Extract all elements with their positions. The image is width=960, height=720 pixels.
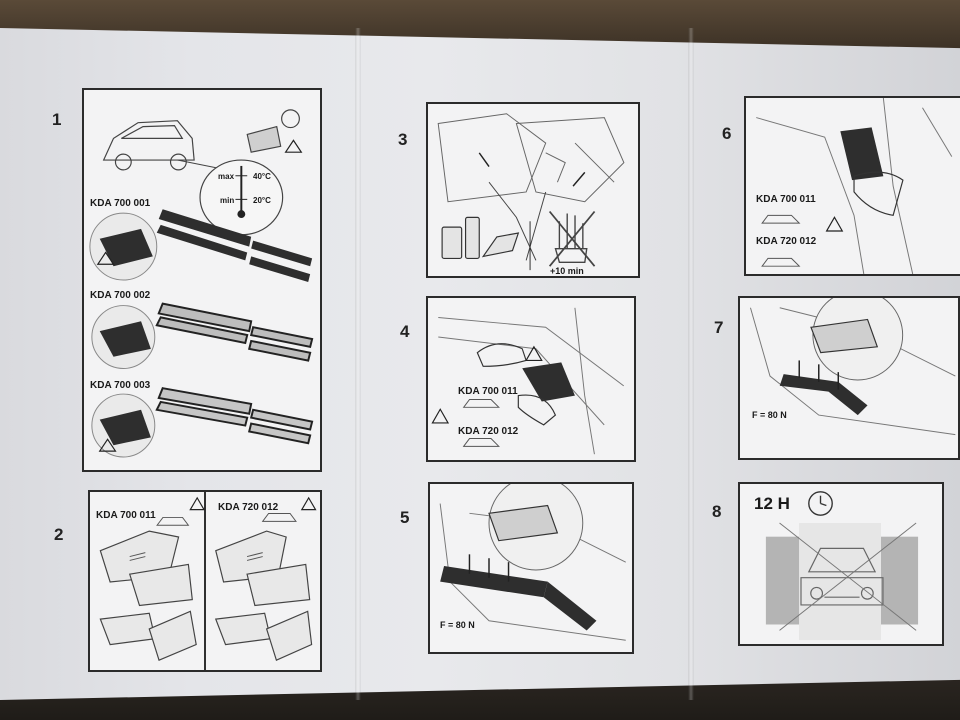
step-3-panel: +10 min: [426, 102, 640, 278]
step-4-panel: KDA 700 011 KDA 720 012: [426, 296, 636, 462]
warning-triangle-icon: [284, 139, 303, 153]
step-5-force: F = 80 N: [440, 620, 475, 630]
thermo-temp-max: 40°C: [253, 172, 271, 181]
warning-triangle-icon: [96, 251, 115, 265]
step-5-panel: F = 80 N: [428, 482, 634, 654]
warning-triangle-icon: [431, 408, 450, 424]
step-6-code-b: KDA 720 012: [756, 236, 817, 247]
no-gloves-icon: [548, 210, 596, 267]
step-7-force: F = 80 N: [752, 410, 787, 420]
step-8-number: 8: [712, 502, 722, 521]
car-icon: [462, 399, 500, 447]
warning-triangle-icon: [98, 438, 117, 452]
fold-line-2: [688, 28, 694, 700]
warning-triangle-icon: [189, 496, 206, 511]
thermo-temp-min: 20°C: [253, 196, 271, 205]
step-2-panel: KDA 700 011 KDA 720 012: [88, 490, 322, 672]
parked-car: [800, 547, 884, 606]
thermo-min-label: min: [220, 196, 235, 205]
part-code-2: KDA 700 002: [90, 290, 151, 301]
step-6-panel: KDA 700 011 KDA 720 012: [744, 96, 960, 276]
step-4-illustration: [431, 307, 625, 455]
reading-manual-icon: [246, 109, 300, 153]
part-code-3: KDA 700 003: [90, 380, 151, 391]
step-6-illustration: [756, 98, 953, 274]
step-7-illustration: [749, 298, 956, 436]
step-2-illustration: [99, 492, 317, 670]
step-2-number: 2: [54, 525, 64, 544]
step-8-duration: 12 H: [754, 494, 790, 513]
step-5-number: 5: [400, 508, 410, 527]
press-arrows: [468, 554, 510, 582]
step-3-number: 3: [398, 130, 408, 149]
thermo-max-label: max: [218, 172, 235, 181]
part-code-1: KDA 700 001: [90, 198, 151, 209]
fold-line-1: [355, 28, 361, 700]
sill-strips-set-2: [155, 302, 314, 362]
sill-strips-set-3: [155, 387, 314, 445]
step-8-illustration: [765, 491, 919, 641]
step-1-number: 1: [52, 110, 62, 129]
step-6-number: 6: [722, 124, 732, 143]
thermometer-icon: [237, 210, 246, 219]
step-1-illustration: [89, 109, 314, 458]
wait-time-label: +10 min: [550, 266, 584, 276]
step-7-number: 7: [714, 318, 724, 337]
warning-triangle-icon: [525, 345, 543, 362]
step-4-number: 4: [400, 322, 410, 341]
step-2-right-code: KDA 720 012: [218, 502, 279, 513]
warning-triangle-icon: [825, 216, 844, 232]
step-4-code-b: KDA 720 012: [458, 426, 519, 437]
step-1-panel: max 40°C min 20°C KDA 700 001 KDA 700 00…: [82, 88, 322, 472]
step-5-illustration: [439, 484, 626, 641]
step-8-panel: 12 H: [738, 482, 944, 646]
step-4-code-a: KDA 700 011: [458, 386, 518, 397]
warning-triangle-icon: [300, 496, 317, 511]
step-2-left-code: KDA 700 011: [96, 510, 156, 521]
hand-wiping: [853, 171, 904, 216]
press-arrows: [798, 360, 839, 390]
car-icon: [761, 214, 801, 267]
step-3-illustration: [437, 113, 625, 271]
sill-strips-set-1: [156, 209, 313, 282]
clock-icon: [808, 491, 833, 516]
step-7-panel: F = 80 N: [738, 296, 960, 460]
cleaning-bottles: [441, 216, 520, 259]
step-6-code-a: KDA 700 011: [756, 194, 816, 205]
